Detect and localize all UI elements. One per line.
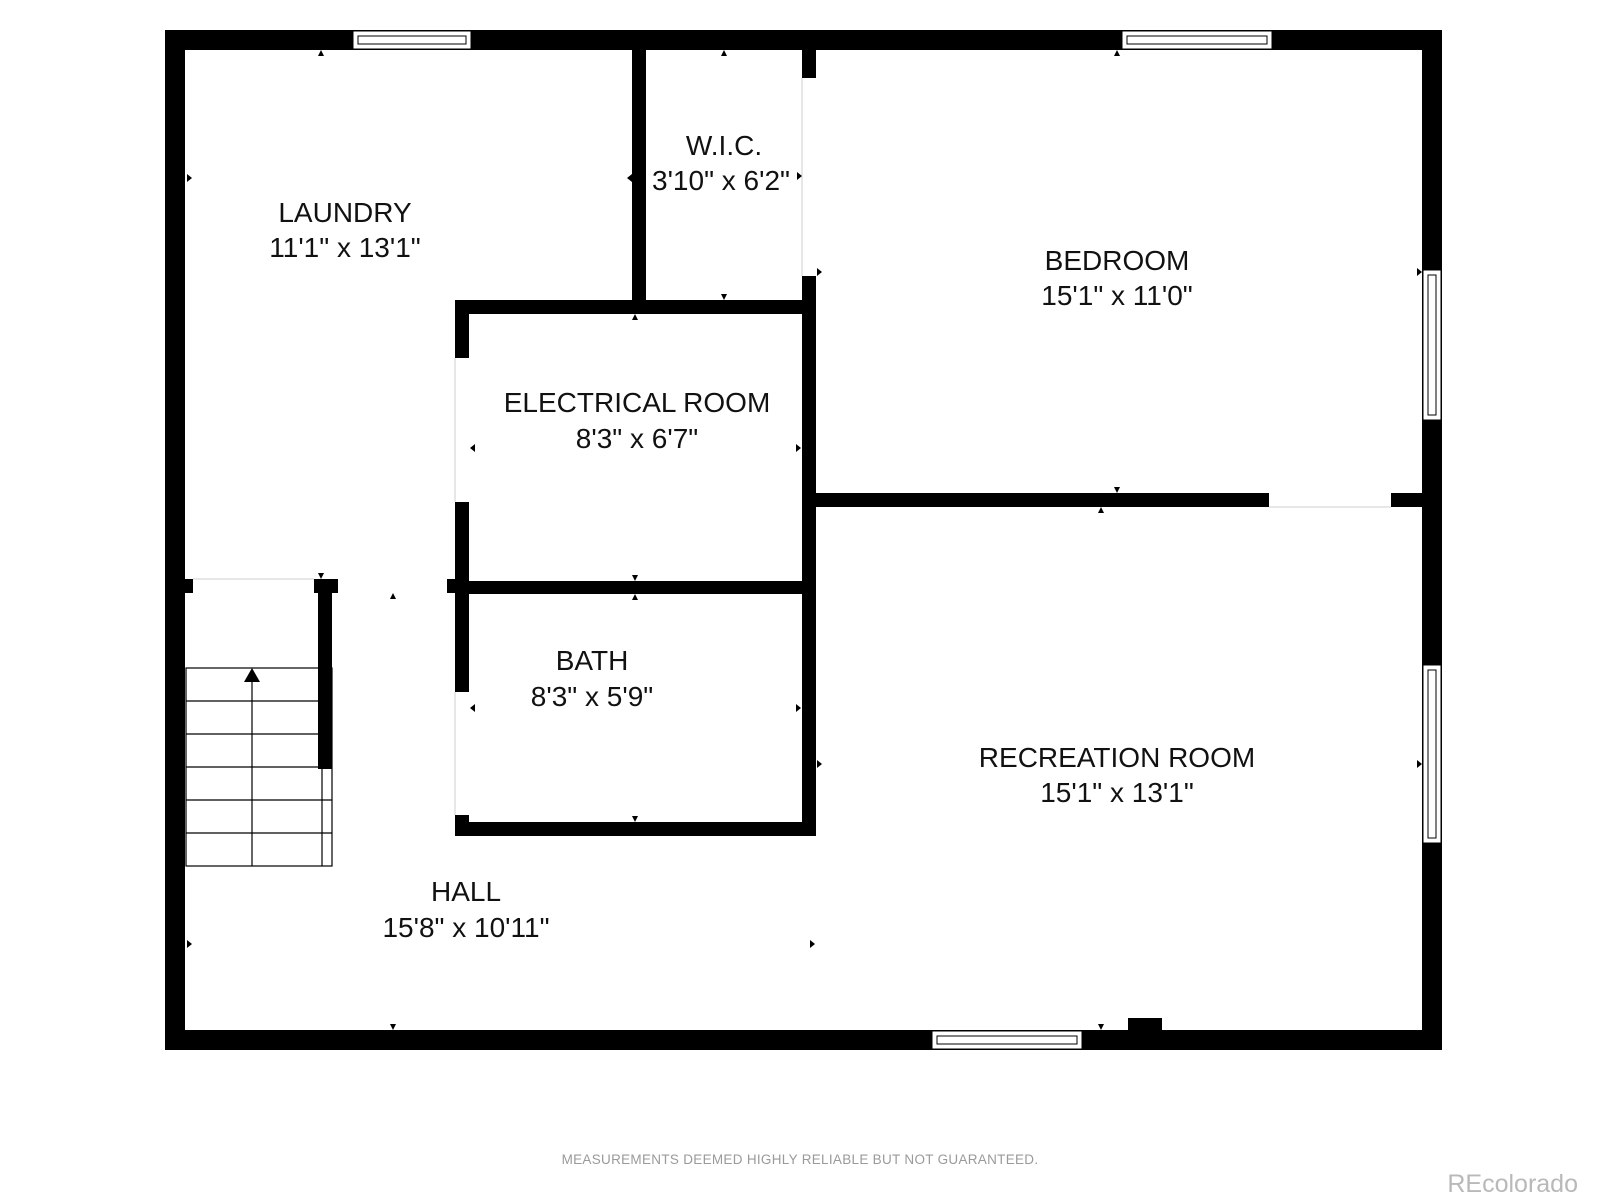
window-hall-bottom bbox=[931, 1030, 1083, 1050]
window-bedroom-right bbox=[1422, 269, 1442, 421]
windows bbox=[352, 30, 1442, 1050]
room-dimensions-bedroom: 15'1" x 11'0" bbox=[1041, 280, 1192, 311]
stairs bbox=[185, 667, 333, 867]
stairs-up-arrow-icon bbox=[244, 668, 260, 682]
room-name-bedroom: BEDROOM bbox=[1045, 245, 1190, 276]
room-name-hall: HALL bbox=[431, 876, 501, 907]
measurement-disclaimer: MEASUREMENTS DEEMED HIGHLY RELIABLE BUT … bbox=[561, 1152, 1039, 1167]
room-name-bath: BATH bbox=[556, 645, 629, 676]
interior-walls bbox=[185, 50, 1422, 1030]
room-dimensions-bath: 8'3" x 5'9" bbox=[531, 681, 653, 712]
room-name-electrical: ELECTRICAL ROOM bbox=[504, 387, 771, 418]
room-dimensions-wic: 3'10" x 6'2" bbox=[652, 165, 790, 196]
room-dimensions-laundry: 11'1" x 13'1" bbox=[269, 232, 420, 263]
room-dimensions-electrical: 8'3" x 6'7" bbox=[576, 423, 698, 454]
window-bedroom-top bbox=[1121, 30, 1273, 50]
room-dimensions-hall: 15'8" x 10'11" bbox=[382, 912, 549, 943]
room-name-wic: W.I.C. bbox=[686, 130, 762, 161]
brand-watermark: REcolorado bbox=[1447, 1170, 1578, 1198]
window-recreation-right bbox=[1422, 664, 1442, 844]
dimension-markers bbox=[187, 50, 1422, 1030]
room-name-laundry: LAUNDRY bbox=[278, 197, 412, 228]
room-name-recreation: RECREATION ROOM bbox=[979, 742, 1255, 773]
window-laundry-top bbox=[352, 30, 472, 50]
room-dimensions-recreation: 15'1" x 13'1" bbox=[1040, 777, 1194, 808]
door-openings bbox=[193, 78, 1391, 815]
